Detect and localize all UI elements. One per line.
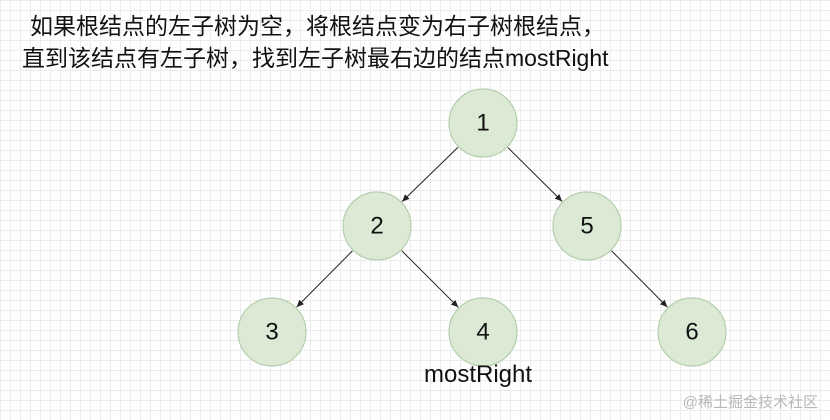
edge-n1-n5 bbox=[507, 147, 563, 202]
node-label: 6 bbox=[685, 319, 698, 346]
edge-n2-n3 bbox=[296, 250, 353, 308]
tree-node-2: 2 bbox=[342, 191, 412, 261]
tree-node-5: 5 bbox=[552, 191, 622, 261]
tree-node-1: 1 bbox=[448, 88, 518, 158]
node-label: 1 bbox=[476, 110, 489, 137]
node-circle bbox=[657, 297, 727, 367]
node-circle bbox=[552, 191, 622, 261]
edge-n2-n4 bbox=[401, 250, 459, 308]
node-circle bbox=[448, 88, 518, 158]
node-label: 3 bbox=[265, 319, 278, 346]
watermark: @稀土掘金技术社区 bbox=[682, 394, 818, 411]
tree-node-3: 3 bbox=[237, 297, 307, 367]
caption-line-2: 直到该结点有左子树，找到左子树最右边的结点mostRight bbox=[22, 45, 609, 71]
node-circle bbox=[342, 191, 412, 261]
node-label: 2 bbox=[370, 213, 383, 240]
node-circle bbox=[448, 297, 518, 367]
node-label: 5 bbox=[580, 213, 593, 240]
nodes-layer: 1 2 5 3 4 6 bbox=[237, 88, 727, 367]
edge-n5-n6 bbox=[611, 250, 668, 308]
most-right-annotation: mostRight bbox=[424, 361, 533, 388]
tree-node-4: 4 bbox=[448, 297, 518, 367]
node-label: 4 bbox=[476, 319, 489, 346]
tree-node-6: 6 bbox=[657, 297, 727, 367]
node-circle bbox=[237, 297, 307, 367]
edge-n1-n2 bbox=[401, 147, 459, 202]
edges-layer bbox=[296, 147, 668, 308]
caption: 如果根结点的左子树为空，将根结点变为右子树根结点， 直到该结点有左子树，找到左子… bbox=[22, 10, 812, 74]
caption-line-1: 如果根结点的左子树为空，将根结点变为右子树根结点， bbox=[30, 13, 605, 39]
